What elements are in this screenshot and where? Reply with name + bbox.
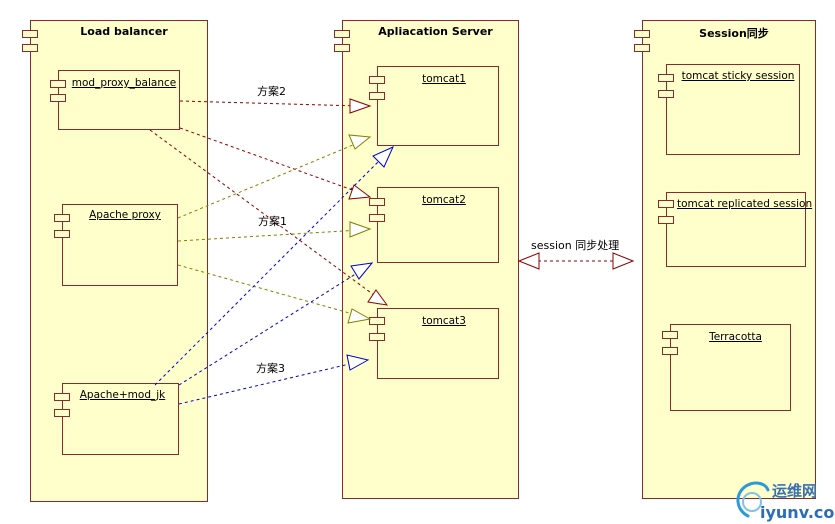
logo-globe-icon xyxy=(742,492,762,512)
session-sync-label: session 同步处理 xyxy=(531,239,619,252)
apache-proxy-component: Apache proxy xyxy=(62,204,178,286)
component-port-icon xyxy=(54,409,70,417)
apache-mod-jk-component: Apache+mod_jk xyxy=(62,383,179,455)
terracotta-component: Terracotta xyxy=(670,324,791,411)
component-port-icon xyxy=(54,230,70,238)
app-server-title: Apliacation Server xyxy=(378,25,493,38)
component-port-icon xyxy=(658,74,674,82)
plan1-label: 方案1 xyxy=(258,214,287,228)
arrowhead-icon xyxy=(517,252,540,270)
component-port-icon xyxy=(658,216,674,224)
terracotta-label: Terracotta xyxy=(709,331,762,343)
replicated-session-label: tomcat replicated session xyxy=(677,198,813,210)
component-port-icon xyxy=(634,30,650,38)
component-port-icon xyxy=(662,347,678,355)
component-port-icon xyxy=(369,317,385,325)
component-port-icon xyxy=(369,214,385,222)
mod-proxy-balance-label: mod_proxy_balance xyxy=(71,77,177,89)
component-port-icon xyxy=(50,80,66,88)
component-port-icon xyxy=(334,30,350,38)
tomcat2-component: tomcat2 xyxy=(377,187,499,263)
component-port-icon xyxy=(658,200,674,208)
component-port-icon xyxy=(634,44,650,52)
component-port-icon xyxy=(54,393,70,401)
logo-swoosh-icon xyxy=(736,481,770,518)
sticky-session-component: tomcat sticky session xyxy=(666,64,800,155)
component-port-icon xyxy=(334,44,350,52)
tomcat3-component: tomcat3 xyxy=(377,308,499,379)
plan2-label: 方案2 xyxy=(257,84,286,98)
tomcat1-component: tomcat1 xyxy=(377,66,499,146)
component-port-icon xyxy=(369,333,385,341)
watermark-url: iyunv.com xyxy=(760,503,834,522)
component-port-icon xyxy=(54,214,70,222)
component-port-icon xyxy=(22,30,38,38)
session-sync-title: Session同步 xyxy=(699,27,769,40)
plan3-label: 方案3 xyxy=(256,361,285,375)
component-port-icon xyxy=(658,90,674,98)
watermark-cn: 运维网 xyxy=(772,482,817,500)
mod-proxy-balance-component: mod_proxy_balance xyxy=(58,70,180,130)
apache-proxy-label: Apache proxy xyxy=(89,209,161,221)
sticky-session-label: tomcat sticky session xyxy=(681,70,795,82)
arrowhead-icon xyxy=(612,252,635,270)
tomcat1-label: tomcat1 xyxy=(422,73,466,85)
watermark-logo: 运维网 iyunv.com xyxy=(736,481,834,522)
component-port-icon xyxy=(369,76,385,84)
load-balancer-title: Load balancer xyxy=(80,25,168,38)
apache-mod-jk-label: Apache+mod_jk xyxy=(79,389,166,401)
replicated-session-component: tomcat replicated session xyxy=(666,192,813,267)
component-port-icon xyxy=(22,44,38,52)
tomcat3-label: tomcat3 xyxy=(422,315,466,327)
component-port-icon xyxy=(662,331,678,339)
tomcat2-label: tomcat2 xyxy=(422,194,466,206)
component-port-icon xyxy=(369,198,385,206)
component-port-icon xyxy=(50,94,66,102)
component-port-icon xyxy=(369,92,385,100)
